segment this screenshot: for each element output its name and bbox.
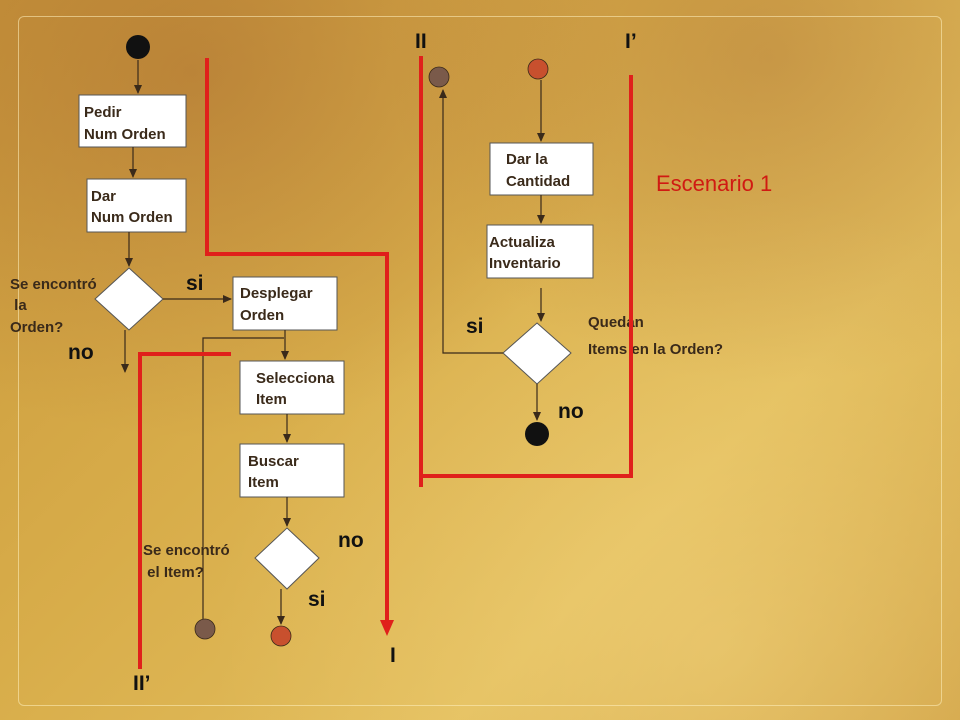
scenario-line-I-arrowhead (380, 620, 394, 636)
cantidad-line-2: Cantidad (506, 173, 570, 190)
dar-line-1: Dar (91, 188, 116, 205)
scenario-line-II-to-I-prime (419, 56, 633, 478)
desplegar-line-1: Desplegar (240, 285, 313, 302)
branch-quedan-si: si (466, 315, 484, 338)
scenario-line-I (205, 58, 389, 624)
activity-desplegar-orden: Desplegar Orden (232, 276, 338, 331)
connector-label-II: II (415, 30, 427, 53)
decision-quedan-items (502, 322, 572, 385)
branch-quedan-no: no (558, 400, 584, 423)
connector-label-I: I (390, 644, 396, 667)
decision-item-line-2: el Item? (143, 564, 204, 581)
actualiza-line-2: Inventario (489, 255, 561, 272)
scenario-line-II-prime (138, 352, 231, 669)
end-node (525, 422, 549, 446)
branch-orden-si: si (186, 272, 204, 295)
branch-item-no: no (338, 529, 364, 552)
actualiza-line-1: Actualiza (489, 234, 556, 251)
activity-dar-la-cantidad: Dar la Cantidad (489, 142, 594, 196)
decision-item-line-1: Se encontró (143, 542, 230, 559)
desplegar-line-2: Orden (240, 307, 284, 324)
decision-orden-line-3: Orden? (10, 319, 63, 336)
decision-orden-line-2: la (10, 297, 27, 314)
connector-circle-orange-right (527, 58, 549, 80)
buscar-line-2: Item (248, 474, 279, 491)
decision-se-encontro-orden (94, 267, 164, 331)
slide-frame (18, 16, 942, 706)
decision-quedan-line-2: Items en la Orden? (588, 341, 723, 358)
activity-actualiza-inventario: Actualiza Inventario (486, 224, 594, 279)
activity-dar-num-orden: Dar Num Orden (86, 178, 187, 233)
branch-orden-no: no (68, 341, 94, 364)
branch-item-si: si (308, 588, 326, 611)
decision-orden-line-1: Se encontró (10, 276, 97, 293)
cantidad-line-1: Dar la (506, 151, 548, 168)
dar-line-2: Num Orden (91, 209, 173, 226)
activity-pedir-num-orden: Pedir Num Orden (78, 94, 187, 148)
decision-se-encontro-item (254, 527, 320, 590)
connector-circle-orange-left (270, 625, 292, 647)
connector-circle-brown-right (428, 66, 450, 88)
start-node (126, 35, 150, 59)
pedir-line-2: Num Orden (84, 126, 166, 143)
buscar-line-1: Buscar (248, 453, 299, 470)
connector-label-II-prime: II’ (133, 672, 151, 695)
selecciona-line-2: Item (256, 391, 287, 408)
activity-buscar-item: Buscar Item (239, 443, 345, 498)
decision-quedan-line-1: Quedan (588, 314, 644, 331)
pedir-line-1: Pedir (84, 104, 122, 121)
connector-label-I-prime: I’ (625, 30, 637, 53)
activity-selecciona-item: Selecciona Item (239, 360, 345, 415)
scenario-title: Escenario 1 (656, 171, 772, 196)
scenario-lines (138, 56, 633, 669)
selecciona-line-1: Selecciona (256, 370, 335, 387)
right-flow-arrows (439, 80, 545, 421)
connector-circle-brown-left (194, 618, 216, 640)
left-flow-arrows (121, 60, 291, 625)
